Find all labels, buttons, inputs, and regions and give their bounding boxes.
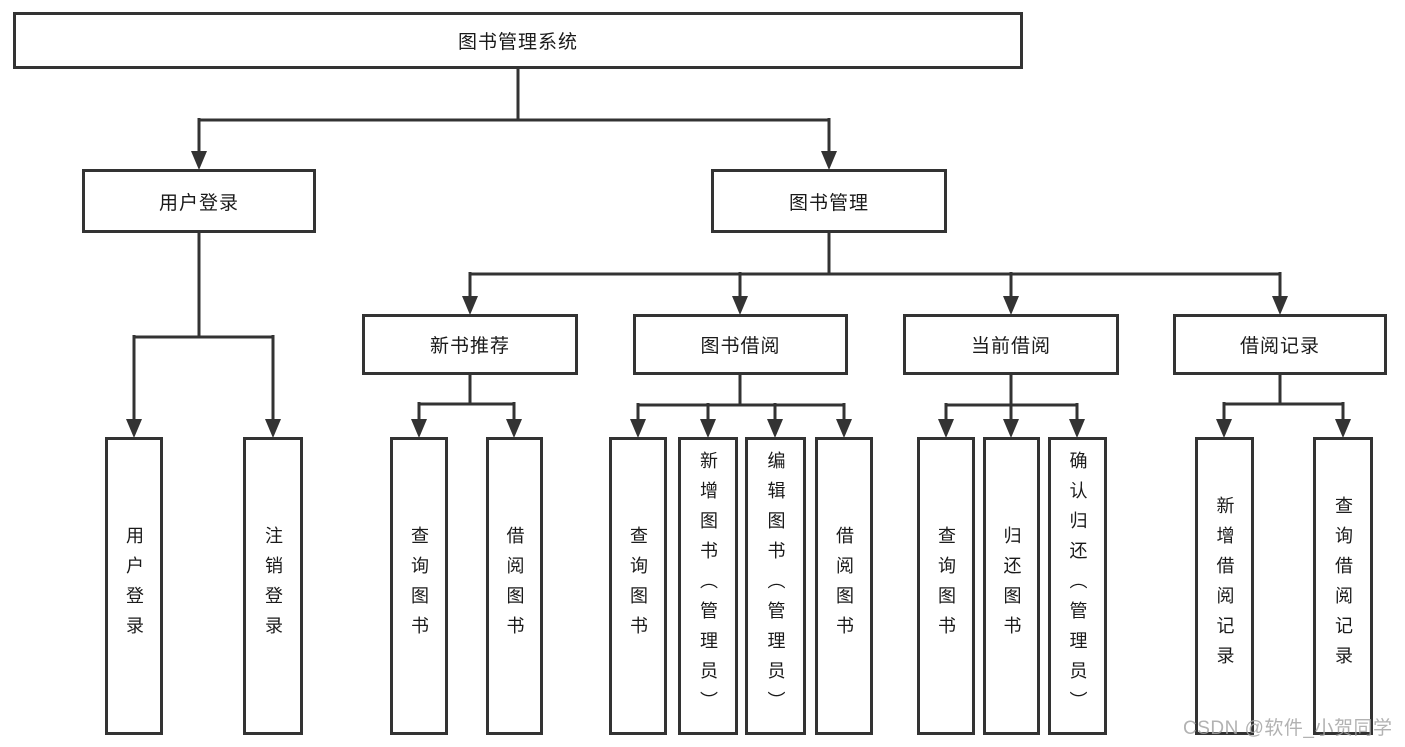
node-root-label: 图书管理系统 bbox=[457, 32, 578, 53]
leaf-return-books-label: 归还图书 bbox=[1001, 526, 1022, 646]
leaf-add-books-admin-label: 新增图书（管理员） bbox=[698, 451, 718, 721]
leaf-query-borrow-record: 查询借阅记录 bbox=[1313, 437, 1373, 735]
leaf-user-login: 用户登录 bbox=[105, 437, 163, 735]
leaf-add-borrow-record-label: 新增借阅记录 bbox=[1214, 496, 1235, 676]
node-book-borrow: 图书借阅 bbox=[633, 314, 848, 375]
leaf-borrow-books-2: 借阅图书 bbox=[815, 437, 873, 735]
node-current-borrow-label: 当前借阅 bbox=[970, 336, 1051, 357]
node-book-management: 图书管理 bbox=[711, 169, 947, 233]
leaf-query-books-3: 查询图书 bbox=[917, 437, 975, 735]
node-current-borrow: 当前借阅 bbox=[903, 314, 1119, 375]
node-new-book-recommend-label: 新书推荐 bbox=[429, 336, 510, 357]
node-borrow-records: 借阅记录 bbox=[1173, 314, 1387, 375]
node-user-login-label: 用户登录 bbox=[158, 192, 239, 214]
node-borrow-records-label: 借阅记录 bbox=[1239, 336, 1320, 357]
leaf-query-books-2: 查询图书 bbox=[609, 437, 667, 735]
leaf-add-books-admin: 新增图书（管理员） bbox=[678, 437, 738, 735]
leaf-query-books-1-label: 查询图书 bbox=[409, 526, 429, 646]
leaf-borrow-books-1-label: 借阅图书 bbox=[504, 526, 525, 646]
node-new-book-recommend: 新书推荐 bbox=[362, 314, 578, 375]
leaf-logout: 注销登录 bbox=[243, 437, 303, 735]
leaf-edit-books-admin: 编辑图书（管理员） bbox=[745, 437, 806, 735]
leaf-borrow-books-2-label: 借阅图书 bbox=[834, 526, 854, 646]
leaf-query-borrow-record-label: 查询借阅记录 bbox=[1333, 496, 1353, 676]
leaf-logout-label: 注销登录 bbox=[263, 526, 283, 646]
node-user-login: 用户登录 bbox=[82, 169, 316, 233]
csdn-watermark: CSDN @软件_小贺同学 bbox=[1183, 718, 1393, 739]
leaf-user-login-label: 用户登录 bbox=[124, 526, 144, 646]
leaf-query-books-2-label: 查询图书 bbox=[628, 526, 648, 646]
leaf-add-borrow-record: 新增借阅记录 bbox=[1195, 437, 1254, 735]
node-book-borrow-label: 图书借阅 bbox=[700, 336, 781, 357]
arrowheads bbox=[126, 151, 1351, 438]
node-book-management-label: 图书管理 bbox=[788, 192, 869, 214]
node-root-system: 图书管理系统 bbox=[13, 12, 1023, 69]
leaf-return-books: 归还图书 bbox=[983, 437, 1040, 735]
leaf-confirm-return-admin: 确认归还（管理员） bbox=[1048, 437, 1107, 735]
leaf-borrow-books-1: 借阅图书 bbox=[486, 437, 543, 735]
leaf-confirm-return-admin-label: 确认归还（管理员） bbox=[1067, 451, 1088, 721]
leaf-query-books-1: 查询图书 bbox=[390, 437, 448, 735]
leaf-query-books-3-label: 查询图书 bbox=[936, 526, 956, 646]
leaf-edit-books-admin-label: 编辑图书（管理员） bbox=[765, 451, 786, 721]
